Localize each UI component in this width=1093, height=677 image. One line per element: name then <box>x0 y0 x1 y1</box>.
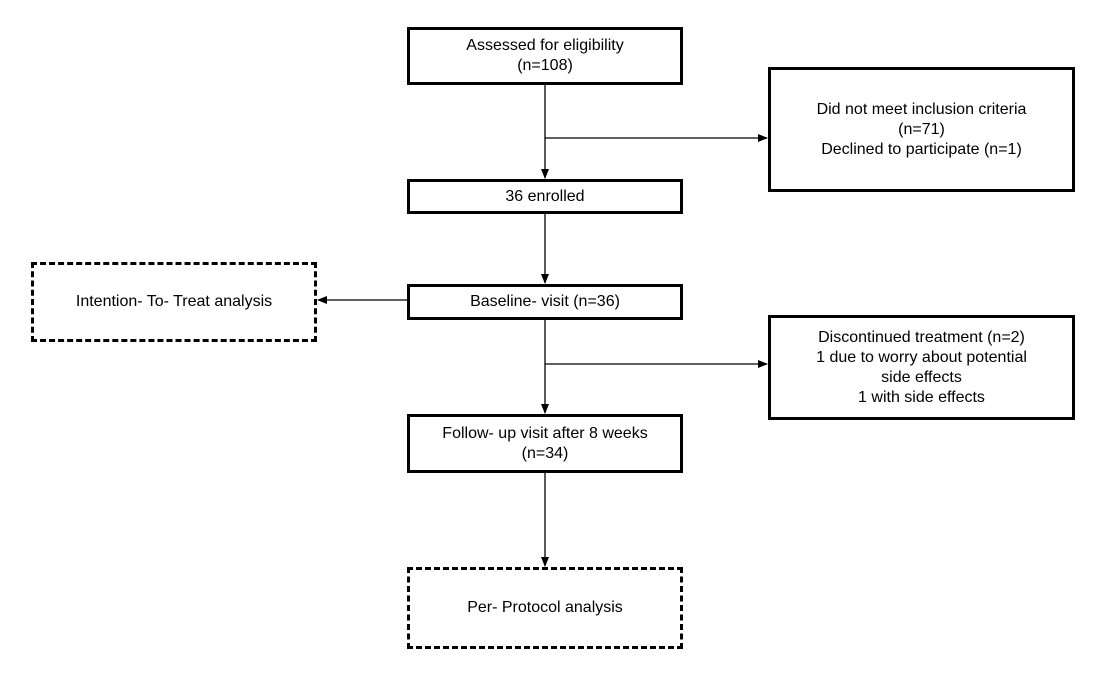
baseline-visit-box: Baseline- visit (n=36) <box>407 284 683 320</box>
per-protocol-box: Per- Protocol analysis <box>407 567 683 649</box>
per-protocol-label: Per- Protocol analysis <box>467 599 623 616</box>
assessed-box: Assessed for eligibility (n=108) <box>407 27 683 85</box>
followup-visit-count: (n=34) <box>521 444 569 462</box>
followup-visit-box: Follow- up visit after 8 weeks (n=34) <box>407 414 683 473</box>
discontinued-box: Discontinued treatment (n=2) 1 due to wo… <box>768 315 1075 420</box>
excluded-box: Did not meet inclusion criteria (n=71) D… <box>768 67 1075 192</box>
followup-visit-label: Follow- up visit after 8 weeks <box>442 424 648 442</box>
enrolled-label: 36 enrolled <box>505 187 585 205</box>
itt-analysis-box: Intention- To- Treat analysis <box>31 262 317 342</box>
assessed-count: (n=108) <box>517 57 573 74</box>
declined-label: Declined to participate (n=1) <box>821 140 1022 158</box>
discontinued-reason-1-cont: side effects <box>881 368 962 386</box>
discontinued-label: Discontinued treatment (n=2) <box>818 328 1025 346</box>
enrolled-box: 36 enrolled <box>407 179 683 214</box>
discontinued-reason-1: 1 due to worry about potential <box>816 348 1027 366</box>
excluded-label: Did not meet inclusion criteria <box>816 100 1027 118</box>
baseline-visit-label: Baseline- visit (n=36) <box>470 293 620 310</box>
excluded-count: (n=71) <box>898 120 945 138</box>
discontinued-reason-2: 1 with side effects <box>858 388 985 406</box>
itt-analysis-label: Intention- To- Treat analysis <box>75 293 273 310</box>
assessed-label: Assessed for eligibility <box>466 37 624 54</box>
